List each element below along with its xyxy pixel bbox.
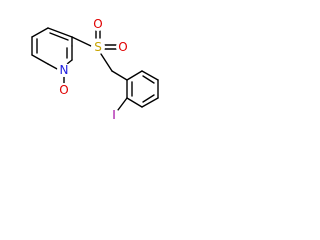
molecule-structure: S O O N O I [31,17,159,122]
pyridine-nitrogen-atom: N [57,63,71,77]
sulfonyl-oxygen-left-atom: O [91,17,105,31]
bond-c3-c4-inner [142,94,155,103]
sulfonyl-oxygen-right-atom: O [116,40,130,54]
bond-c2-i [117,97,128,111]
bond-nring-n [66,59,73,65]
sulfur-atom: S [91,40,105,54]
bond-c3-c2 [47,27,73,38]
bond-c6-c5 [31,54,49,65]
bond-c2-s [71,36,92,47]
pyridine-nitrogen-label: N [60,63,69,77]
bond-c4-c3 [31,27,49,38]
sulfonyl-oxygen-right-label: O [118,40,127,54]
sulfonyl-oxygen-left-label: O [93,17,102,31]
n-oxide-oxygen-atom: O [57,83,71,97]
bond-c3-c4 [141,97,159,108]
iodine-atom: I [108,108,120,122]
n-oxide-oxygen-label: O [59,83,68,97]
bond-c6-c1 [126,70,143,81]
sulfur-label: S [94,40,102,54]
bond-c2-c3 [126,97,143,108]
iodine-label: I [112,108,116,122]
bond-c3-c2-inner [49,32,69,41]
iodobenzene-ring [111,70,159,111]
bond-ch2-c1 [111,70,128,81]
bond-s-ch2 [100,53,113,72]
atom-labels: S O O N O I [57,17,130,122]
bond-c5-c6 [141,70,159,81]
bond-c5-c6-inner [142,75,155,84]
